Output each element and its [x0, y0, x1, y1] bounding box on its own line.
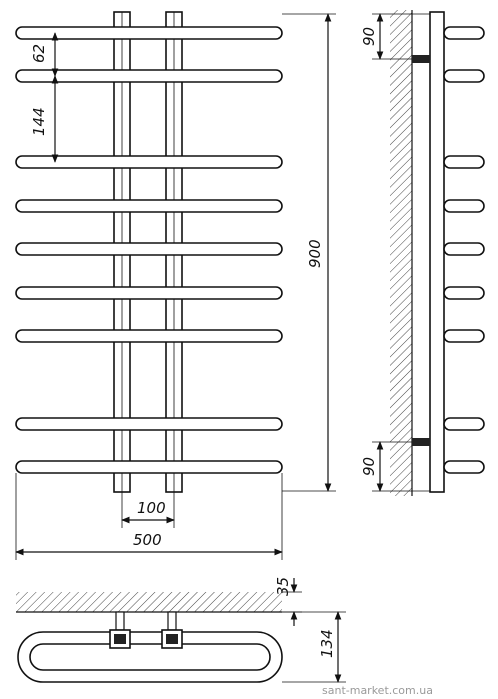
- crossbar: [15, 199, 283, 213]
- dim-label-134: 134: [318, 629, 336, 658]
- bar-loop-inner: [29, 643, 271, 671]
- dim-label-90-bottom: 90: [360, 457, 378, 476]
- dim-label-144: 144: [30, 107, 48, 136]
- bar-stub: [443, 286, 485, 300]
- side-post: [429, 11, 445, 493]
- dim-label-62: 62: [30, 44, 48, 63]
- crossbar: [15, 26, 283, 40]
- crossbar: [15, 329, 283, 343]
- dim-label-500: 500: [133, 531, 162, 549]
- bar-stub: [443, 460, 485, 474]
- crossbar: [15, 460, 283, 474]
- bar-stub: [443, 199, 485, 213]
- right-connector-core: [166, 634, 178, 644]
- front-view: 62 144 900 100 500: [15, 11, 336, 560]
- crossbar: [15, 155, 283, 169]
- bar-stub: [443, 417, 485, 431]
- right-connector-stem: [167, 611, 177, 631]
- dim-label-900: 900: [306, 239, 324, 268]
- left-connector-stem: [115, 611, 125, 631]
- side-view: 90 90: [360, 10, 485, 496]
- bar-stub: [443, 155, 485, 169]
- bottom-bracket: [412, 438, 430, 446]
- crossbar: [15, 417, 283, 431]
- bar-stub: [443, 26, 485, 40]
- dim-label-100: 100: [137, 499, 166, 517]
- dim-label-35: 35: [274, 577, 292, 596]
- bar-stub: [443, 69, 485, 83]
- crossbars: [15, 26, 283, 474]
- bar-stub: [443, 242, 485, 256]
- crossbar: [15, 286, 283, 300]
- watermark-text: sant-market.com.ua: [322, 684, 433, 697]
- top-bracket: [412, 55, 430, 63]
- crossbar: [15, 69, 283, 83]
- wall-hatch: [390, 10, 412, 496]
- dim-label-90-top: 90: [360, 27, 378, 46]
- bar-stub: [443, 329, 485, 343]
- side-bar-stubs: [443, 26, 485, 474]
- crossbar: [15, 242, 283, 256]
- left-connector-core: [114, 634, 126, 644]
- top-view: 35 134: [16, 577, 346, 683]
- top-wall-hatch: [16, 592, 282, 612]
